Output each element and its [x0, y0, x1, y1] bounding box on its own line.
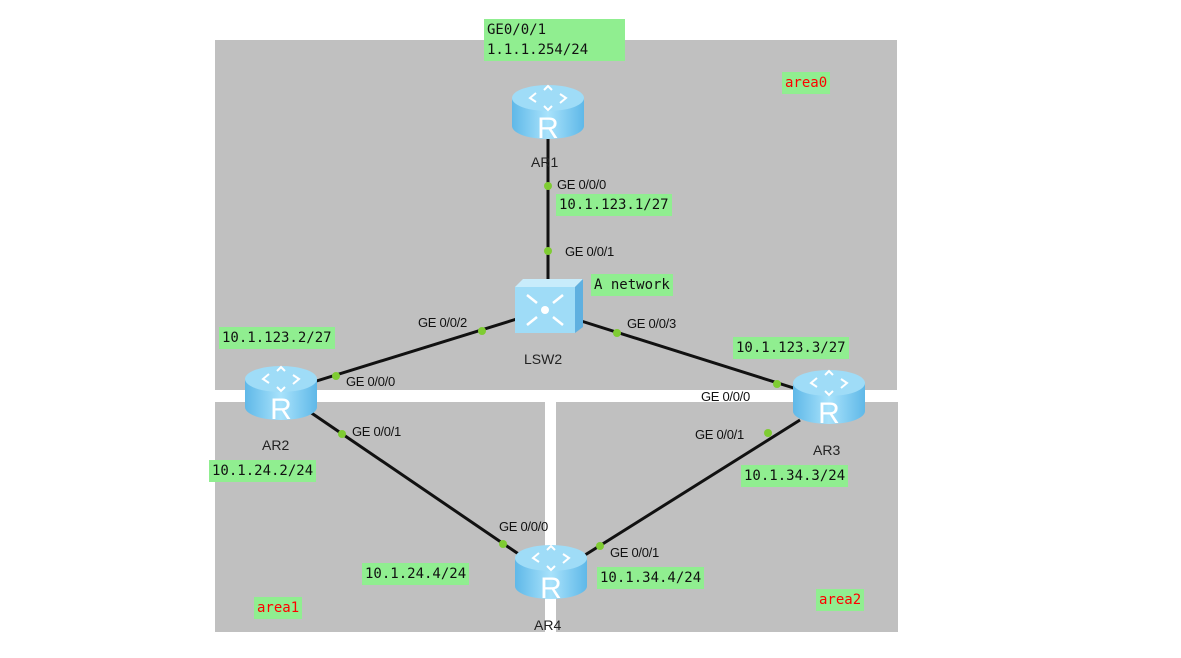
- port-dot: [544, 182, 552, 190]
- port-dot: [613, 329, 621, 337]
- ar2-name: AR2: [262, 437, 290, 453]
- port-label: GE 0/0/1: [610, 545, 659, 560]
- ip-label: 10.1.34.3/24: [741, 465, 849, 487]
- router-glyph: R: [270, 393, 292, 426]
- port-dot: [596, 542, 604, 550]
- router-ar4-icon[interactable]: R: [514, 544, 588, 605]
- ip-label: 10.1.34.4/24: [597, 567, 705, 589]
- link-ar3-ar4[interactable]: [584, 418, 801, 557]
- port-label: GE 0/0/0: [557, 177, 606, 192]
- port-label: GE 0/0/0: [346, 374, 395, 389]
- port-dot: [764, 429, 772, 437]
- ip-label: 10.1.24.2/24: [209, 460, 317, 482]
- port-label: GE 0/0/1: [695, 427, 744, 442]
- port-dot: [544, 247, 552, 255]
- port-dot: [332, 372, 340, 380]
- port-label: GE 0/0/0: [701, 389, 750, 404]
- port-dot: [478, 327, 486, 335]
- router-ar2-icon[interactable]: R: [244, 365, 318, 426]
- ip-label: 10.1.123.3/27: [733, 337, 849, 359]
- ar1-uplink-label: GE0/0/1 1.1.1.254/24: [484, 19, 625, 61]
- lsw2-name: LSW2: [524, 351, 563, 367]
- ar1-uplink-port: GE0/0/1: [487, 22, 547, 38]
- router-ar3-icon[interactable]: R: [792, 369, 866, 430]
- switch-lsw2-icon[interactable]: [515, 279, 583, 333]
- port-label: GE 0/0/1: [565, 244, 614, 259]
- port-dot: [773, 380, 781, 388]
- area1-zone: [215, 402, 545, 632]
- area2-label: area2: [816, 589, 865, 611]
- ip-label: 10.1.123.2/27: [219, 327, 335, 349]
- ar3-name: AR3: [813, 442, 841, 458]
- port-label: GE 0/0/0: [499, 519, 548, 534]
- port-dot: [499, 540, 507, 548]
- port-label: GE 0/0/3: [627, 316, 676, 331]
- router-glyph: R: [537, 112, 559, 145]
- area0-label: area0: [782, 72, 831, 94]
- link-ar2-lsw2[interactable]: [309, 316, 521, 385]
- port-label: GE 0/0/2: [418, 315, 467, 330]
- ar1-name: AR1: [531, 154, 559, 170]
- port-dot: [338, 430, 346, 438]
- router-ar1-icon[interactable]: R: [511, 84, 585, 145]
- ip-label: 10.1.24.4/24: [362, 563, 470, 585]
- area1-label: area1: [254, 597, 303, 619]
- network-note: A network: [591, 274, 673, 296]
- ar4-name: AR4: [534, 617, 562, 633]
- router-glyph: R: [818, 397, 840, 430]
- ip-label: 10.1.123.1/27: [556, 194, 672, 216]
- port-label: GE 0/0/1: [352, 424, 401, 439]
- router-glyph: R: [540, 572, 562, 605]
- ar1-uplink-ip: 1.1.1.254/24: [487, 42, 589, 58]
